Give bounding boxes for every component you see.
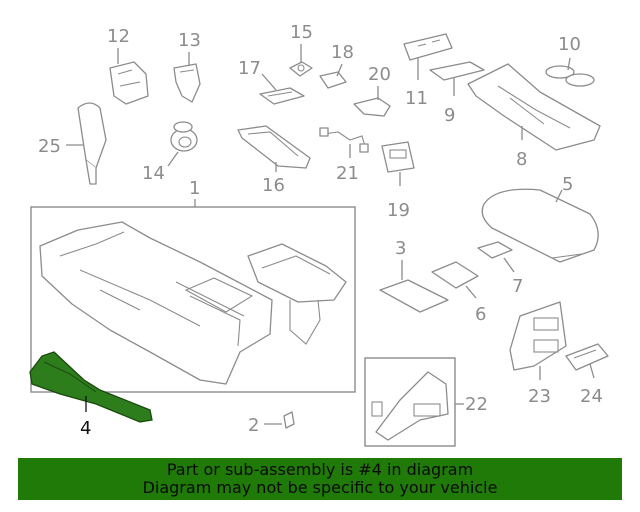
part-1-box <box>30 206 356 393</box>
part-18-shape[interactable] <box>319 71 347 89</box>
banner-line-2: Diagram may not be specific to your vehi… <box>142 478 498 497</box>
part-21-shape[interactable] <box>319 127 369 153</box>
part-1-shape[interactable] <box>39 221 347 385</box>
part-17-shape[interactable] <box>259 87 305 105</box>
callout-16[interactable]: 16 <box>262 175 285 196</box>
callout-25[interactable]: 25 <box>38 136 61 157</box>
part-6-shape[interactable] <box>431 261 479 289</box>
part-14-shape[interactable] <box>170 121 198 152</box>
callout-19[interactable]: 19 <box>387 200 410 221</box>
callout-11[interactable]: 11 <box>405 88 428 109</box>
callout-9[interactable]: 9 <box>444 105 455 126</box>
part-3-shape[interactable] <box>379 279 449 313</box>
part-24-shape[interactable] <box>565 343 609 371</box>
callout-3[interactable]: 3 <box>395 238 406 259</box>
leader-18 <box>336 63 343 77</box>
callout-4[interactable]: 4 <box>80 418 91 439</box>
part-11-shape[interactable] <box>403 33 453 61</box>
part-4-shape[interactable] <box>29 351 153 423</box>
part-25-shape[interactable] <box>77 102 107 185</box>
part-20-shape[interactable] <box>353 97 391 117</box>
part-23-shape[interactable] <box>509 301 567 371</box>
info-banner: Part or sub-assembly is #4 in diagram Di… <box>18 458 622 500</box>
part-16-shape[interactable] <box>237 125 311 169</box>
part-2-shape[interactable] <box>283 411 295 429</box>
callout-2[interactable]: 2 <box>248 415 259 436</box>
leader-24 <box>589 363 595 379</box>
callout-13[interactable]: 13 <box>178 30 201 51</box>
leader-6 <box>465 285 477 299</box>
callout-22[interactable]: 22 <box>465 394 488 415</box>
callout-14[interactable]: 14 <box>142 163 165 184</box>
callout-17[interactable]: 17 <box>238 58 261 79</box>
part-13-shape[interactable] <box>173 63 201 103</box>
callout-1[interactable]: 1 <box>189 178 200 199</box>
leader-10 <box>567 57 571 71</box>
part-12-shape[interactable] <box>109 61 149 105</box>
callout-7[interactable]: 7 <box>512 276 523 297</box>
part-10-shape[interactable] <box>545 65 595 87</box>
callout-6[interactable]: 6 <box>475 304 486 325</box>
part-19-shape[interactable] <box>381 141 415 173</box>
leader-17 <box>261 73 277 91</box>
callout-12[interactable]: 12 <box>107 26 130 47</box>
part-8-shape[interactable] <box>467 63 601 151</box>
part-22-box <box>364 357 456 447</box>
part-9-shape[interactable] <box>429 61 485 81</box>
callout-8[interactable]: 8 <box>516 149 527 170</box>
banner-line-1: Part or sub-assembly is #4 in diagram <box>166 460 474 479</box>
part-15-shape[interactable] <box>289 61 313 77</box>
part-7-shape[interactable] <box>477 241 513 259</box>
leader-14 <box>167 151 179 167</box>
callout-23[interactable]: 23 <box>528 386 551 407</box>
callout-15[interactable]: 15 <box>290 22 313 43</box>
part-22-shape[interactable] <box>371 371 449 441</box>
leader-7 <box>503 257 515 273</box>
callout-24[interactable]: 24 <box>580 386 603 407</box>
callout-5[interactable]: 5 <box>562 174 573 195</box>
callout-20[interactable]: 20 <box>368 64 391 85</box>
callout-18[interactable]: 18 <box>331 42 354 63</box>
part-5-shape[interactable] <box>481 188 599 263</box>
callout-10[interactable]: 10 <box>558 34 581 55</box>
parts-diagram: 12 13 25 14 15 18 17 20 <box>29 22 609 447</box>
callout-21[interactable]: 21 <box>336 163 359 184</box>
leader-5 <box>555 189 563 203</box>
